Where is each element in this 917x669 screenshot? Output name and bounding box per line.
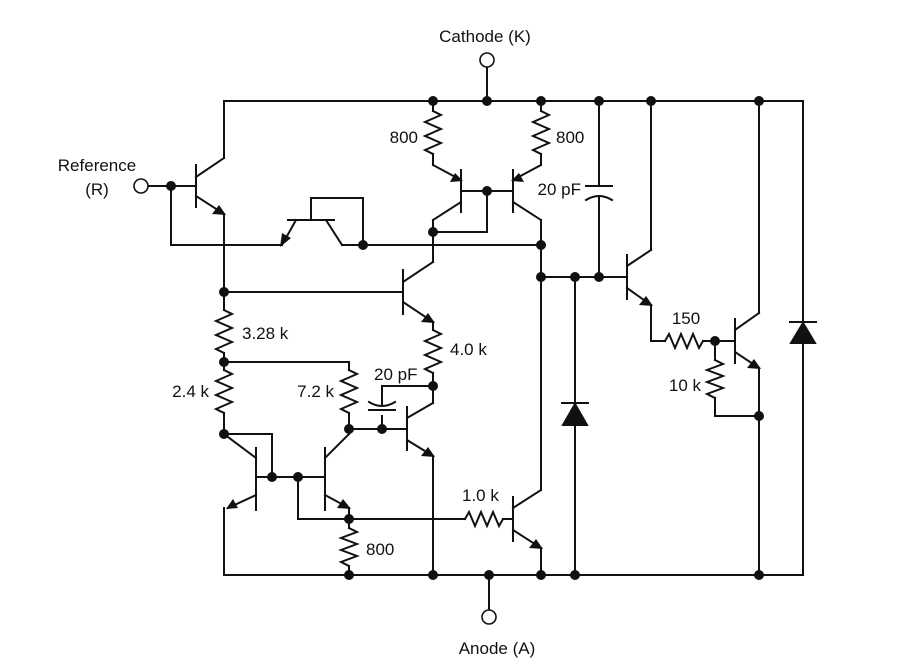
resistor-800-top-right [530, 100, 552, 166]
resistor-150 [663, 331, 736, 351]
resistor-7-2k [338, 361, 360, 430]
reference-label: Reference [58, 156, 136, 175]
lateral-pnp-transistor [280, 197, 546, 247]
clamp-diode [561, 276, 589, 576]
resistor-800-top-left-label: 800 [390, 128, 418, 147]
anode-rail [223, 574, 804, 611]
junction-dots [166, 96, 764, 580]
resistor-2-4k [213, 361, 235, 435]
capacitor-20pf-mid-label: 20 pF [374, 365, 417, 384]
anode-label: Anode (A) [459, 639, 536, 658]
resistor-150-label: 150 [672, 309, 700, 328]
cathode-label: Cathode (K) [439, 27, 531, 46]
resistor-1k-base [458, 509, 514, 529]
mirror-transistor-right [511, 163, 543, 246]
reference-label-abbrev: (R) [85, 180, 109, 199]
capacitor-20pf-top-label: 20 pF [538, 180, 581, 199]
predriver-transistor [625, 100, 666, 342]
resistor-800-top-left [422, 100, 444, 166]
resistor-3-28k-label: 3.28 k [242, 324, 289, 343]
lower-transistor-left [222, 432, 326, 576]
cathode-rail [223, 66, 804, 102]
resistor-3-28k [213, 291, 235, 363]
resistor-800-bottom-label: 800 [366, 540, 394, 559]
capacitor-20pf-top [584, 100, 614, 278]
resistor-10k-label: 10 k [669, 376, 702, 395]
reference-feed-wire [170, 185, 283, 246]
anode-terminal [481, 609, 497, 625]
resistor-4k-label: 4.0 k [450, 340, 487, 359]
resistor-10k [704, 340, 760, 417]
resistor-7-2k-label: 7.2 k [297, 382, 334, 401]
reference-terminal [133, 178, 149, 194]
resistor-800-top-right-label: 800 [556, 128, 584, 147]
second-stage-transistor [511, 244, 543, 576]
cathode-terminal [479, 52, 495, 68]
resistor-800-bottom [338, 518, 360, 576]
mirror-transistor-left [431, 163, 463, 233]
resistor-1k-label: 1.0 k [462, 486, 499, 505]
lower-base-link [297, 476, 460, 520]
driver-transistor [405, 401, 435, 576]
lower-transistor-right [323, 428, 351, 520]
resistor-2-4k-label: 2.4 k [172, 382, 209, 401]
protection-diode [789, 100, 817, 576]
input-transistor [148, 100, 226, 293]
gain-transistor [223, 231, 435, 324]
output-transistor [733, 100, 761, 576]
